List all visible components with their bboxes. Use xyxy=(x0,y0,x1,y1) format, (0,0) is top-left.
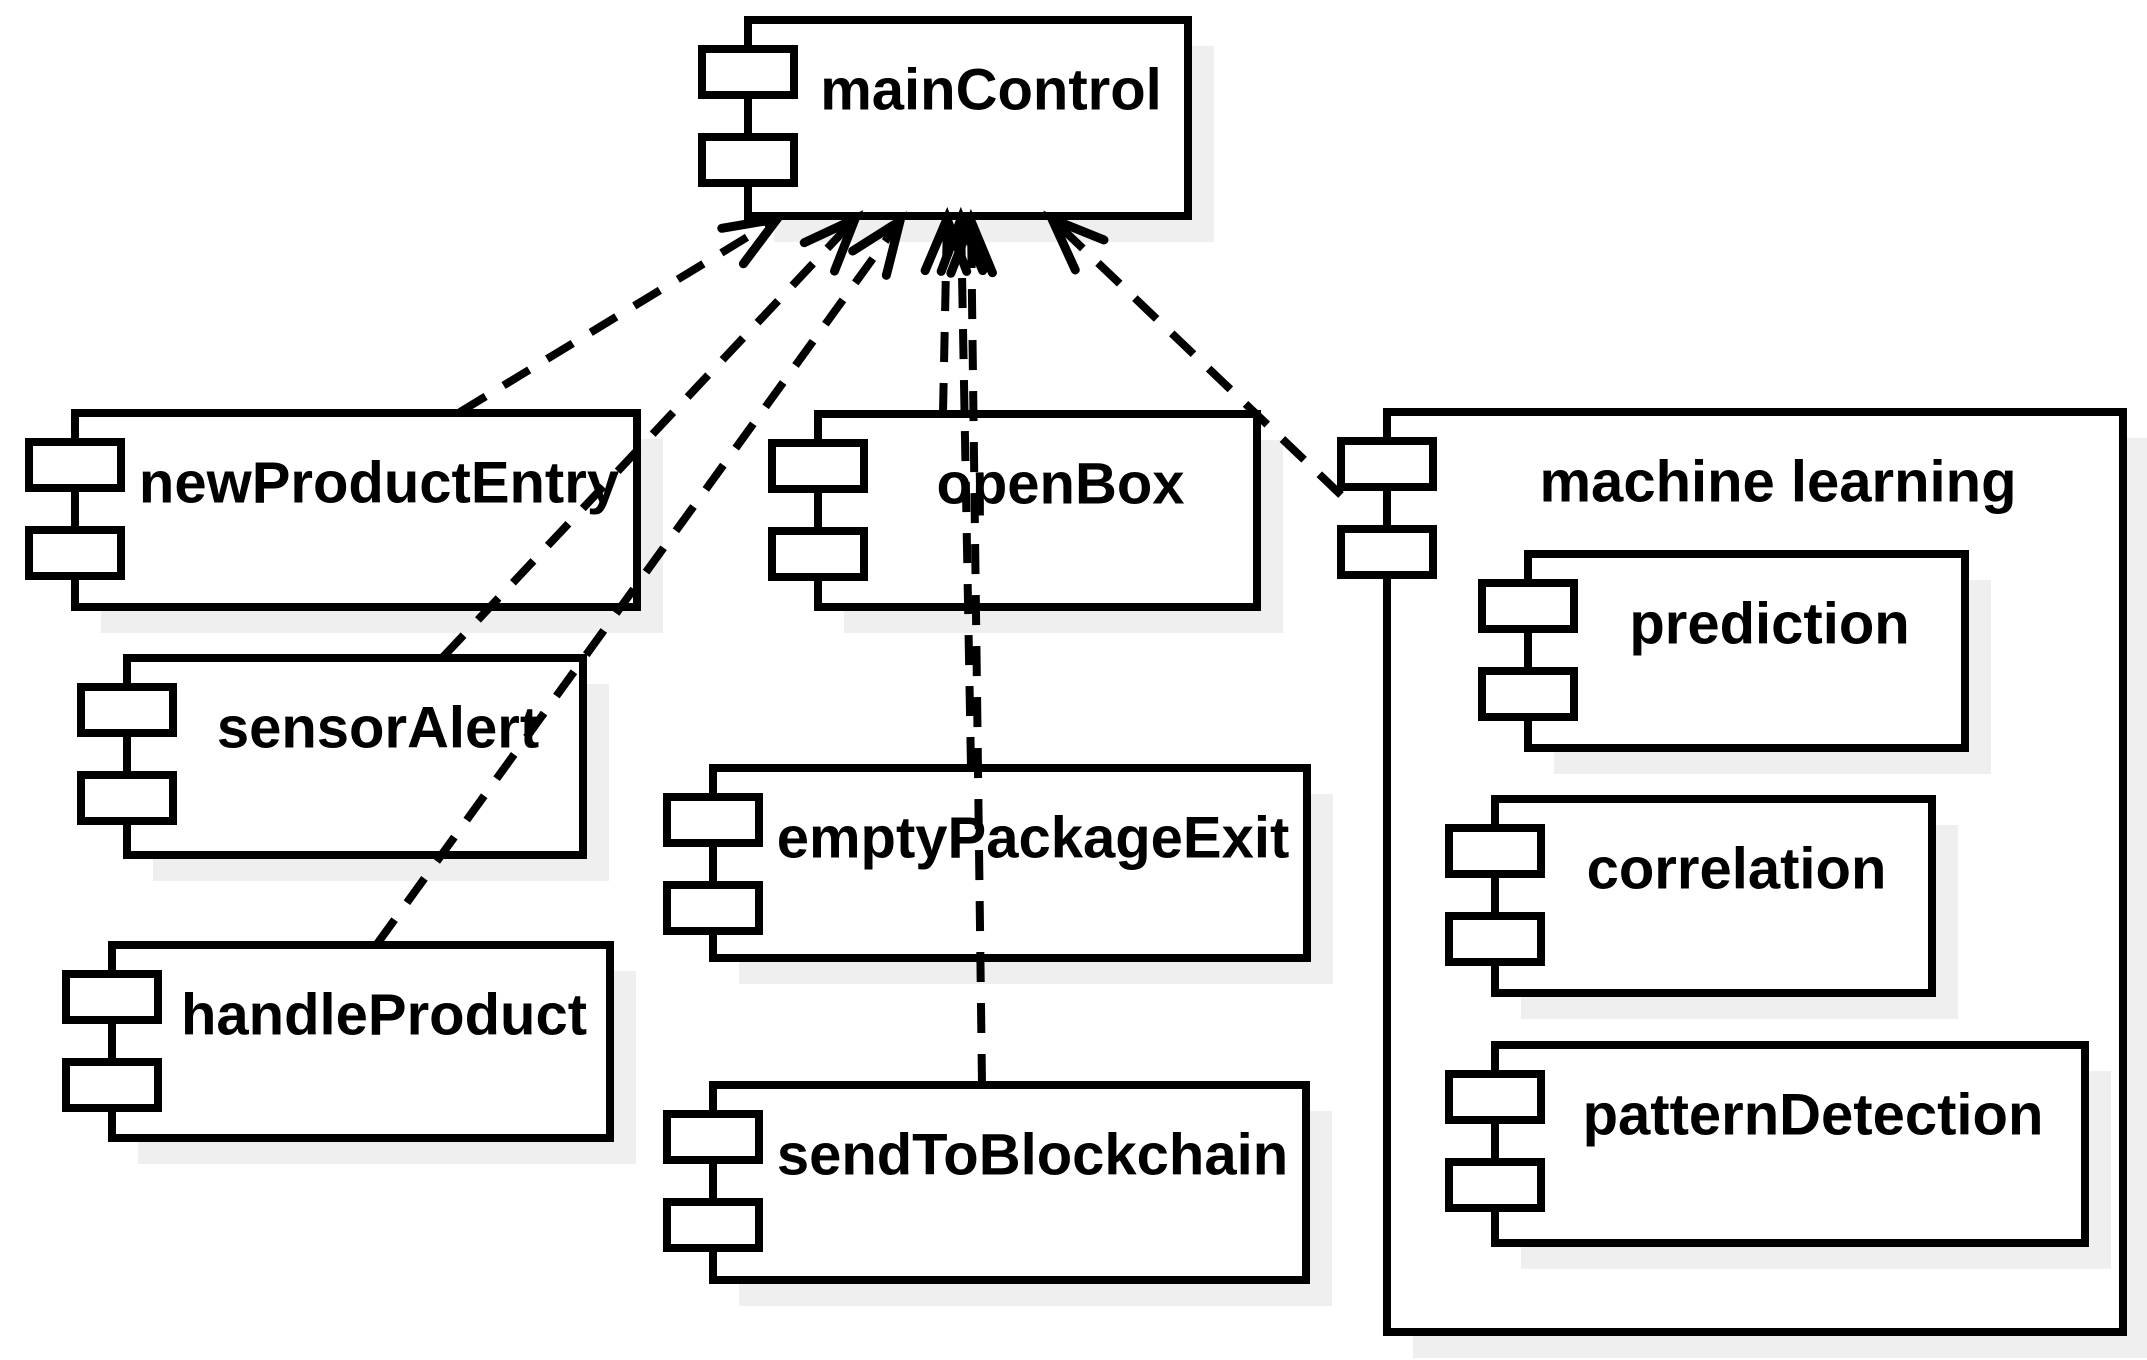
dependency-line xyxy=(457,215,780,416)
component-port-icon xyxy=(663,1198,763,1252)
component-label: sensorAlert xyxy=(217,696,539,761)
component-correlation[interactable]: correlation xyxy=(1445,795,1958,1019)
component-port-icon xyxy=(25,438,125,492)
component-port-icon xyxy=(1445,1070,1545,1124)
component-body[interactable] xyxy=(108,941,614,1142)
dependency-emptyPackageExit-to-mainControl[interactable] xyxy=(936,206,988,768)
component-port-icon xyxy=(25,526,125,580)
component-port-icon xyxy=(768,439,868,493)
dependency-line xyxy=(373,218,904,947)
dependency-arrowhead xyxy=(1043,210,1109,275)
component-body[interactable] xyxy=(814,410,1261,611)
dependency-arrowhead xyxy=(946,208,997,278)
dependency-line xyxy=(967,220,986,1085)
component-body[interactable] xyxy=(709,764,1311,962)
container-label: machine learning xyxy=(1539,450,2016,515)
component-port-icon xyxy=(663,1110,763,1164)
component-label: prediction xyxy=(1629,592,1909,657)
component-port-icon xyxy=(1337,437,1437,491)
dependency-arrowhead xyxy=(848,211,908,280)
component-body[interactable] xyxy=(709,1081,1310,1284)
component-sendToBlockchain[interactable]: sendToBlockchain xyxy=(663,1081,1332,1306)
component-newProductEntry[interactable]: newProductEntry xyxy=(25,409,663,633)
component-port-icon xyxy=(62,1058,162,1112)
component-label: handleProduct xyxy=(181,983,587,1048)
component-body[interactable] xyxy=(1491,1041,2089,1247)
component-port-icon xyxy=(77,683,177,737)
dependency-arrowhead xyxy=(936,206,988,276)
component-patternDetection[interactable]: patternDetection xyxy=(1445,1041,2111,1269)
component-body[interactable] xyxy=(123,654,587,859)
dependency-line xyxy=(957,218,975,768)
dependency-machineLearning-to-mainControl[interactable] xyxy=(1043,210,1344,498)
dependency-arrowhead xyxy=(717,212,788,269)
component-port-icon xyxy=(1478,579,1578,633)
component-label: mainControl xyxy=(820,58,1162,123)
component-mainControl[interactable]: mainControl xyxy=(698,16,1214,242)
component-port-icon xyxy=(1478,667,1578,721)
component-body[interactable] xyxy=(1524,550,1969,752)
component-label: correlation xyxy=(1587,837,1887,902)
dependency-sensorAlert-to-mainControl[interactable] xyxy=(440,210,864,660)
component-handleProduct[interactable]: handleProduct xyxy=(62,941,636,1164)
component-label: emptyPackageExit xyxy=(777,806,1290,871)
component-prediction[interactable]: prediction xyxy=(1478,550,1991,774)
component-label: patternDetection xyxy=(1583,1083,2044,1148)
component-sensorAlert[interactable]: sensorAlert xyxy=(77,654,609,881)
component-port-icon xyxy=(698,133,798,187)
component-port-icon xyxy=(62,970,162,1024)
component-port-icon xyxy=(1445,824,1545,878)
component-label: newProductEntry xyxy=(139,451,619,516)
component-port-icon xyxy=(768,527,868,581)
component-label: sendToBlockchain xyxy=(777,1123,1288,1188)
component-body[interactable] xyxy=(744,16,1192,220)
component-port-icon xyxy=(698,45,798,99)
component-openBox[interactable]: openBox xyxy=(768,410,1283,633)
dependency-handleProduct-to-mainControl[interactable] xyxy=(373,211,908,947)
component-emptyPackageExit[interactable]: emptyPackageExit xyxy=(663,764,1333,984)
dependency-line xyxy=(1049,216,1344,498)
component-port-icon xyxy=(1445,912,1545,966)
dependency-sendToBlockchain-to-mainControl[interactable] xyxy=(946,208,997,1085)
component-port-icon xyxy=(77,771,177,825)
component-body[interactable] xyxy=(1491,795,1936,997)
dependency-arrowhead xyxy=(799,210,864,276)
component-port-icon xyxy=(1337,525,1437,579)
component-port-icon xyxy=(663,881,763,935)
component-port-icon xyxy=(663,793,763,847)
component-port-icon xyxy=(1445,1158,1545,1212)
dependency-newProductEntry-to-mainControl[interactable] xyxy=(457,212,788,416)
component-body[interactable] xyxy=(71,409,641,611)
